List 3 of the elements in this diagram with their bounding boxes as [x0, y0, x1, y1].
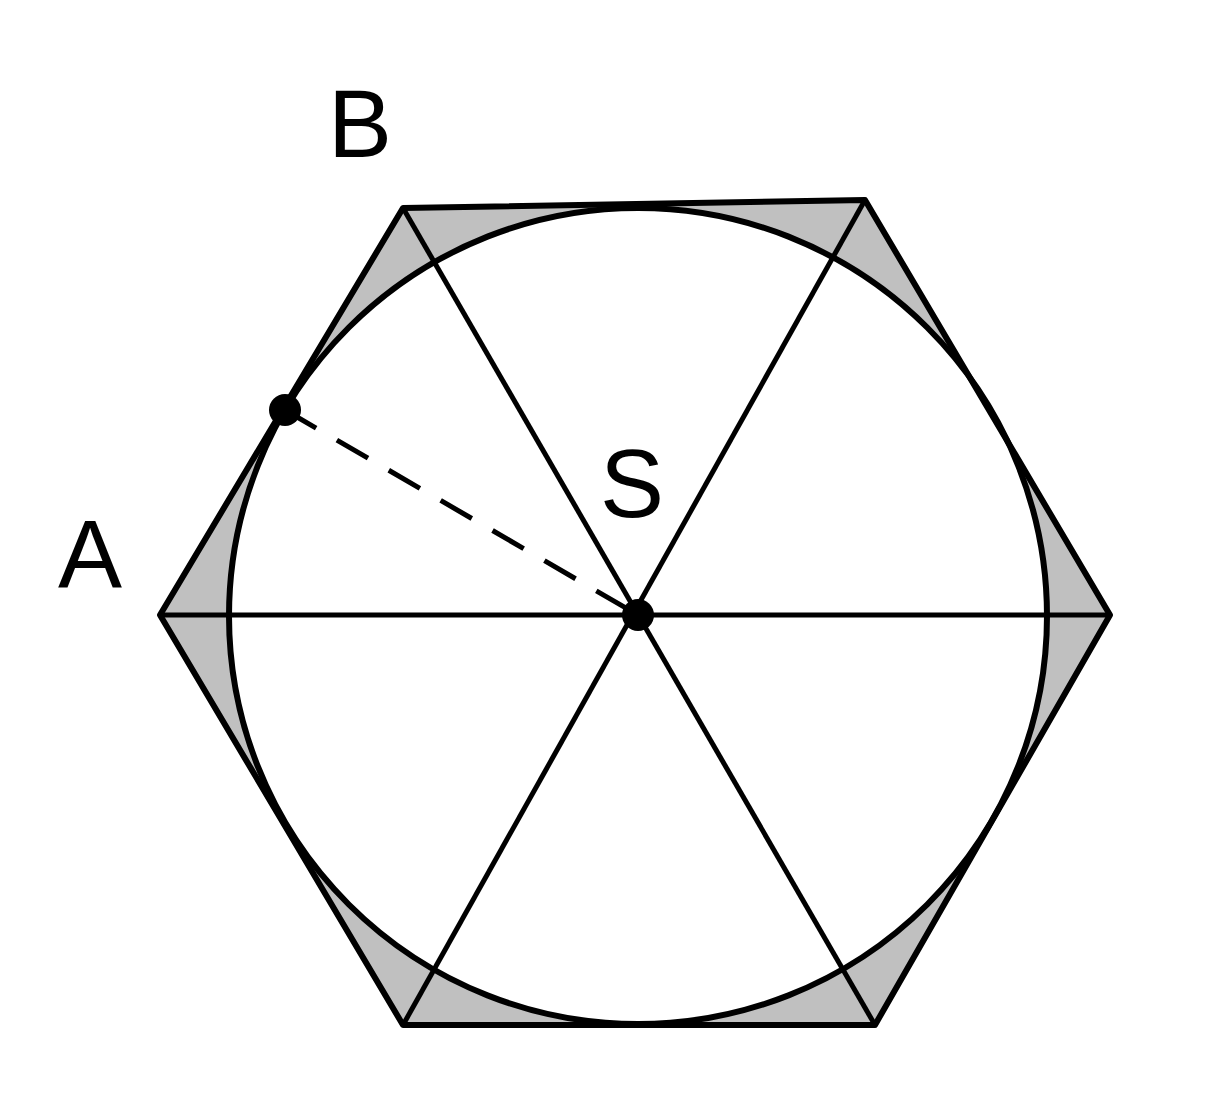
- point-label: S: [600, 436, 665, 532]
- point-label: A: [58, 506, 123, 602]
- point-label: B: [328, 76, 393, 172]
